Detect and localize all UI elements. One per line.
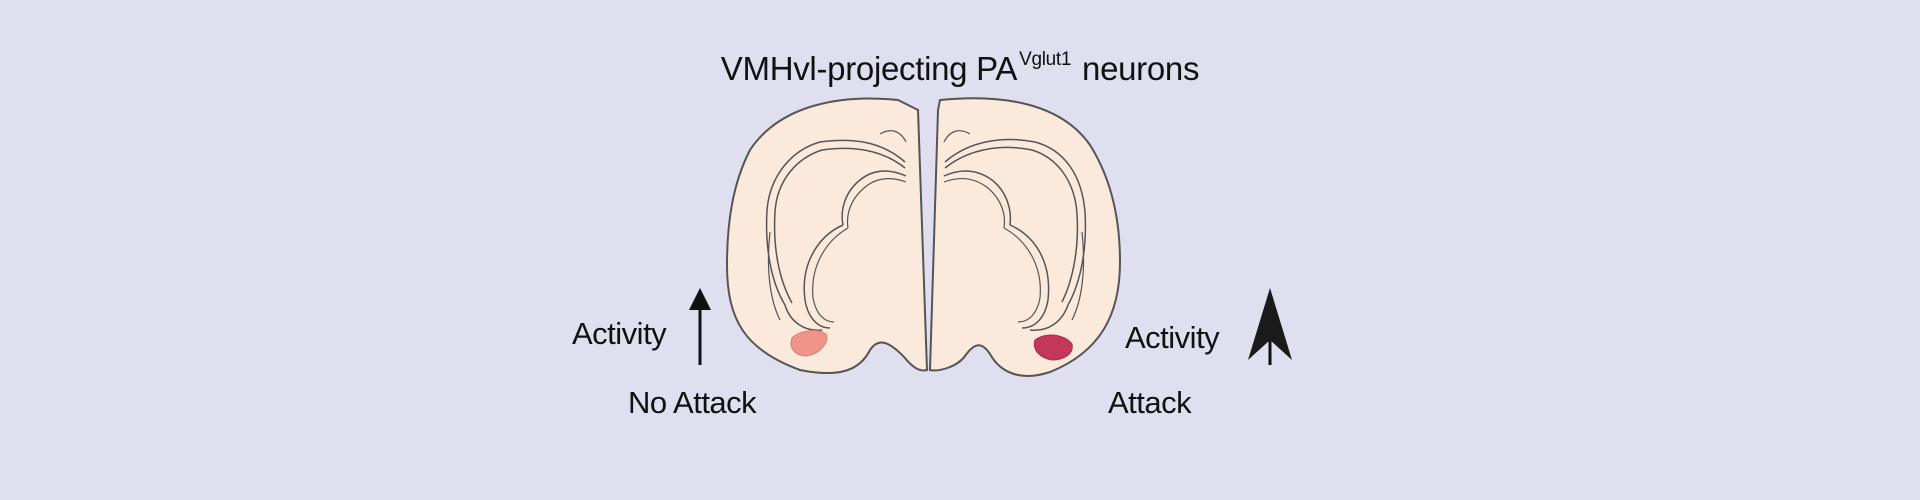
title-suffix: neurons — [1073, 50, 1200, 87]
left-condition-label: No Attack — [628, 385, 757, 420]
left-activity-label: Activity — [572, 316, 667, 351]
thin-up-arrow-icon — [689, 288, 711, 365]
left-highlight-region — [790, 330, 828, 357]
title-superscript: Vglut1 — [1019, 49, 1072, 70]
bold-up-arrow-icon — [1248, 288, 1292, 365]
right-condition-label: Attack — [1108, 385, 1192, 420]
right-hemisphere — [928, 97, 1122, 377]
left-hemisphere — [725, 97, 929, 374]
title-prefix: VMHvl-projecting PA — [720, 50, 1018, 87]
right-highlight-region — [1033, 334, 1073, 361]
right-activity-label: Activity — [1125, 320, 1220, 355]
